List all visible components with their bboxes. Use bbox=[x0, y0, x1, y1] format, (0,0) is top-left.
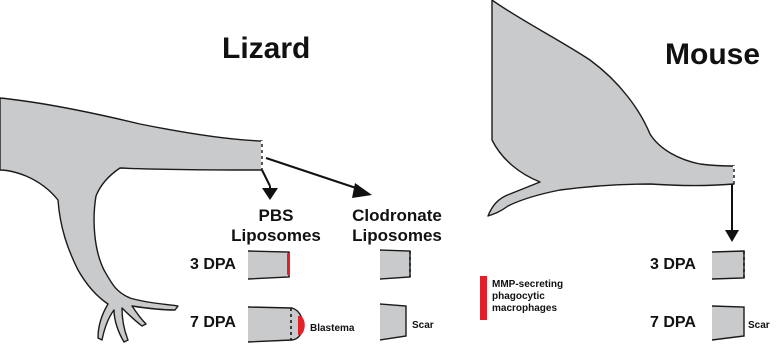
mouse-3dpa-label: 3 DPA bbox=[650, 256, 696, 274]
legend-label: MMP-secreting phagocytic macrophages bbox=[492, 279, 563, 315]
pbs-line1: PBS bbox=[259, 206, 294, 225]
lizard-pbs-7dpa-tail bbox=[248, 307, 303, 342]
lizard-clodronate-3dpa-tail bbox=[380, 250, 410, 279]
mouse-7dpa-tail bbox=[712, 306, 744, 340]
clodronate-liposomes-label: Clodronate Liposomes bbox=[342, 206, 452, 246]
pbs-3dpa-macrophage bbox=[287, 253, 290, 275]
lizard-pbs-3dpa-tail bbox=[248, 251, 289, 279]
lizard-3dpa-label: 3 DPA bbox=[190, 256, 236, 274]
mouse-arrow-head bbox=[725, 230, 739, 242]
legend-swatch bbox=[480, 276, 487, 320]
mouse-7dpa-label: 7 DPA bbox=[650, 314, 696, 332]
lizard-clodronate-7dpa-tail bbox=[380, 304, 406, 340]
pbs-arrow-head bbox=[262, 188, 278, 200]
pbs-line2: Liposomes bbox=[231, 226, 321, 245]
pbs-liposomes-label: PBS Liposomes bbox=[226, 206, 326, 246]
lizard-title: Lizard bbox=[222, 32, 310, 66]
legend-line2: phagocytic bbox=[492, 291, 545, 302]
mouse-scar-label: Scar bbox=[748, 320, 770, 331]
blastema-label: Blastema bbox=[310, 323, 354, 334]
lizard-scar-label: Scar bbox=[412, 320, 434, 331]
legend-line1: MMP-secreting bbox=[492, 279, 563, 290]
mouse-title: Mouse bbox=[665, 38, 760, 72]
mouse-silhouette bbox=[488, 0, 734, 216]
clodronate-arrow-head bbox=[352, 183, 372, 198]
legend-line3: macrophages bbox=[492, 303, 557, 314]
lizard-7dpa-label: 7 DPA bbox=[190, 314, 236, 332]
mouse-3dpa-tail bbox=[712, 251, 744, 279]
clodronate-line2: Liposomes bbox=[352, 226, 442, 245]
lizard-silhouette bbox=[0, 98, 262, 342]
clodronate-line1: Clodronate bbox=[352, 206, 442, 225]
pbs-7dpa-macrophage bbox=[298, 316, 305, 335]
